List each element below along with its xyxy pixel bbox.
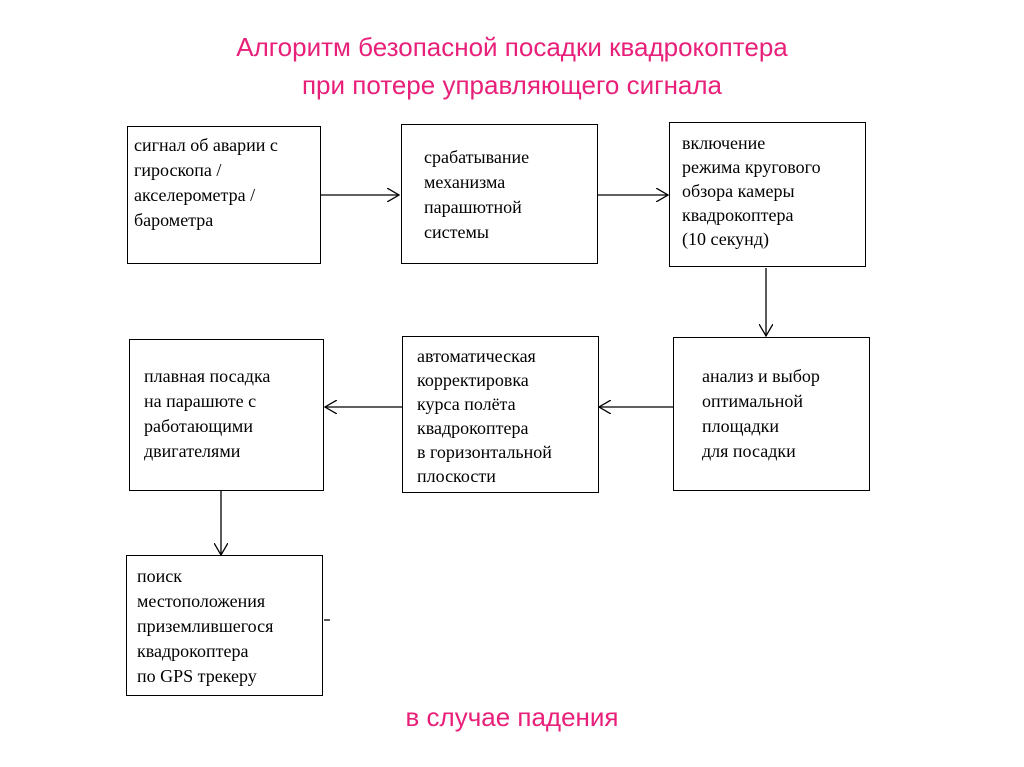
box-analysis-line: анализ и выбор xyxy=(702,366,820,386)
box-camera-line: квадрокоптера xyxy=(682,205,794,225)
box-analysis-line: площадки xyxy=(702,416,780,436)
box-correction-line: корректировка xyxy=(417,370,529,390)
box-signal-line: акселерометра / xyxy=(134,185,256,205)
box-correction-line: плоскости xyxy=(417,466,496,486)
box-correction: автоматическая корректировка курса полёта к… xyxy=(402,336,599,493)
box-search-line: местоположения xyxy=(137,591,266,611)
box-camera-line: обзора камеры xyxy=(682,181,795,201)
box-parachute-line: системы xyxy=(424,222,489,242)
diagram-title: Алгоритм безопасной посадки квадрокоптер… xyxy=(0,28,1024,104)
box-signal: сигнал об аварии с гироскопа / акселеромет… xyxy=(127,126,321,264)
box-parachute-line: механизма xyxy=(424,172,506,192)
box-search-line: приземлившегося xyxy=(137,616,274,636)
box-parachute-line: парашютной xyxy=(424,197,522,217)
box-signal-line: барометра xyxy=(134,210,214,230)
box-camera: включение режима кругового обзора камеры кв… xyxy=(669,122,866,267)
box-parachute-line: срабатывание xyxy=(424,147,530,167)
box-camera-line: (10 секунд) xyxy=(682,229,769,249)
box-search-line: квадрокоптера xyxy=(137,641,249,661)
box-landing: плавная посадка на парашюте с работающими д… xyxy=(129,339,324,491)
title-line-1: Алгоритм безопасной посадки квадрокоптер… xyxy=(236,32,788,62)
footer-note: в случае падения xyxy=(405,702,619,732)
box-analysis-line: оптимальной xyxy=(702,391,804,411)
box-landing-line: на парашюте с xyxy=(144,391,257,411)
box-landing-line: двигателями xyxy=(144,441,241,461)
title-line-2: при потере управляющего сигнала xyxy=(301,70,723,100)
box-parachute: срабатывание механизма парашютной системы xyxy=(401,124,598,264)
box-correction-line: автоматическая xyxy=(417,346,536,366)
box-correction-line: квадрокоптера xyxy=(417,418,529,438)
box-landing-line: плавная посадка xyxy=(144,366,271,386)
box-analysis-line: для посадки xyxy=(702,441,796,461)
box-landing-line: работающими xyxy=(144,416,253,436)
box-correction-line: в горизонтальной xyxy=(417,442,552,462)
box-search: поиск местоположения приземлившегося квадро… xyxy=(126,555,323,696)
box-signal-line: гироскопа / xyxy=(134,160,222,180)
box-search-line: поиск xyxy=(137,566,182,586)
box-camera-line: режима кругового xyxy=(682,157,821,177)
box-signal-line: сигнал об аварии с xyxy=(134,135,278,155)
box-search-line: по GPS трекеру xyxy=(137,666,257,686)
box-correction-line: курса полёта xyxy=(417,394,516,414)
box-analysis: анализ и выбор оптимальной площадки для пос… xyxy=(673,337,870,491)
box-camera-line: включение xyxy=(682,133,766,153)
